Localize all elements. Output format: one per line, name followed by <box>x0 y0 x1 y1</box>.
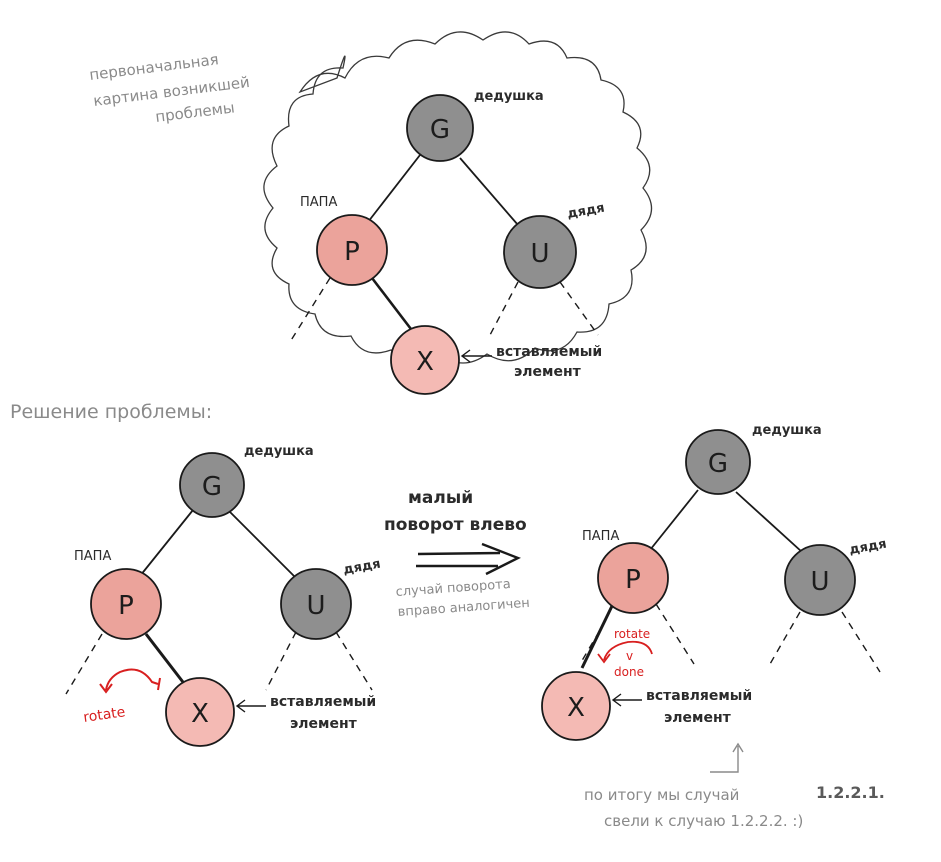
null-u-left <box>265 631 297 691</box>
rotation-transition: малый поворот влево случай поворота впра… <box>384 488 530 620</box>
node-grandparent <box>685 429 751 495</box>
null-x-right <box>655 603 695 665</box>
rotation-title-line2: поворот влево <box>384 515 527 535</box>
edge-g-p <box>139 509 194 577</box>
edge-g-u <box>229 511 295 577</box>
null-u-right <box>841 611 881 673</box>
node-uncle <box>503 215 577 289</box>
label-inserted-line1: вставляемый <box>270 694 376 710</box>
node-inserted <box>165 677 235 747</box>
label-grandparent: дедушка <box>244 444 314 459</box>
done-label-check: v <box>626 649 633 663</box>
rotate-label: rotate <box>82 704 126 726</box>
label-grandparent: дедушка <box>474 89 544 104</box>
top-note-line3: проблемы <box>154 98 235 126</box>
footer-line1: по итогу мы случай <box>584 786 739 804</box>
label-grandparent: дедушка <box>752 423 822 438</box>
label-parent: ПАПА <box>300 195 337 210</box>
node-grandparent-label: G <box>202 472 222 502</box>
node-inserted-label: X <box>567 693 585 723</box>
null-p-left <box>579 619 607 665</box>
node-uncle <box>280 568 352 640</box>
label-inserted-line1: вставляемый <box>496 344 602 360</box>
node-inserted <box>541 671 611 741</box>
label-parent: ПАПА <box>582 529 619 544</box>
implies-arrow-icon <box>416 542 521 576</box>
node-parent <box>316 214 388 286</box>
label-uncle: дядя <box>848 537 888 558</box>
node-parent-label: P <box>118 591 134 621</box>
label-inserted-line2: элемент <box>514 364 582 380</box>
done-label-rotate: rotate <box>614 627 650 641</box>
node-grandparent-label: G <box>430 115 450 145</box>
rotate-arrow-icon <box>99 668 159 694</box>
node-grandparent <box>406 94 474 162</box>
null-u-left <box>769 611 801 665</box>
null-u-left <box>489 281 519 336</box>
node-uncle-label: U <box>530 239 549 269</box>
null-p-left <box>289 277 331 343</box>
footer-arrow-icon <box>710 742 744 773</box>
left-tree: G P U X дедушка ПАПА дядя вставляемый эл… <box>65 444 382 747</box>
label-uncle: дядя <box>342 557 382 578</box>
arrow-to-inserted <box>460 349 492 363</box>
node-parent <box>597 542 669 614</box>
footer-case: 1.2.2.1. <box>816 783 885 802</box>
node-inserted-label: X <box>416 347 434 377</box>
edge-p-x <box>370 277 416 334</box>
label-inserted-line1: вставляемый <box>646 688 752 704</box>
arrow-to-inserted <box>611 693 642 707</box>
footer-line2: свели к случаю 1.2.2.2. :) <box>604 812 803 830</box>
null-p-left <box>65 633 103 695</box>
edge-g-x <box>649 489 699 551</box>
label-parent: ПАПА <box>74 549 111 564</box>
solution-title: Решение проблемы: <box>10 401 212 423</box>
edge-g-u <box>735 491 803 553</box>
right-tree: G P U X дедушка ПАПА дядя вставляемый эл… <box>541 423 888 741</box>
edge-g-u <box>459 157 519 226</box>
rotation-note-line1: случай поворота <box>395 577 511 600</box>
label-inserted-line2: элемент <box>664 710 732 726</box>
label-uncle: дядя <box>566 201 606 222</box>
rotation-note-line2: вправо аналогичен <box>397 596 530 620</box>
arrow-to-inserted <box>235 699 266 713</box>
node-grandparent-label: G <box>708 449 728 479</box>
node-uncle-label: U <box>306 591 325 621</box>
node-inserted-label: X <box>191 699 209 729</box>
rotate-arrow-stop <box>157 677 161 691</box>
node-uncle <box>784 544 856 616</box>
cloud-outline <box>263 31 653 364</box>
edge-x-p <box>580 605 614 669</box>
top-tree: G P U X дедушка ПАПА дядя вставляемый эл… <box>289 89 606 395</box>
edge-p-x <box>144 633 188 687</box>
node-parent <box>90 568 162 640</box>
rotation-title-line1: малый <box>408 488 473 508</box>
node-parent-label: P <box>625 565 641 595</box>
null-u-right <box>335 631 373 691</box>
node-grandparent <box>179 452 245 518</box>
node-inserted <box>390 325 460 395</box>
null-u-right <box>559 281 599 336</box>
label-inserted-line2: элемент <box>290 716 358 732</box>
done-label-done: done <box>614 665 644 679</box>
rotate-done-arrow-icon <box>597 640 653 664</box>
edge-g-p <box>367 154 421 223</box>
node-uncle-label: U <box>810 567 829 597</box>
node-parent-label: P <box>344 237 360 267</box>
